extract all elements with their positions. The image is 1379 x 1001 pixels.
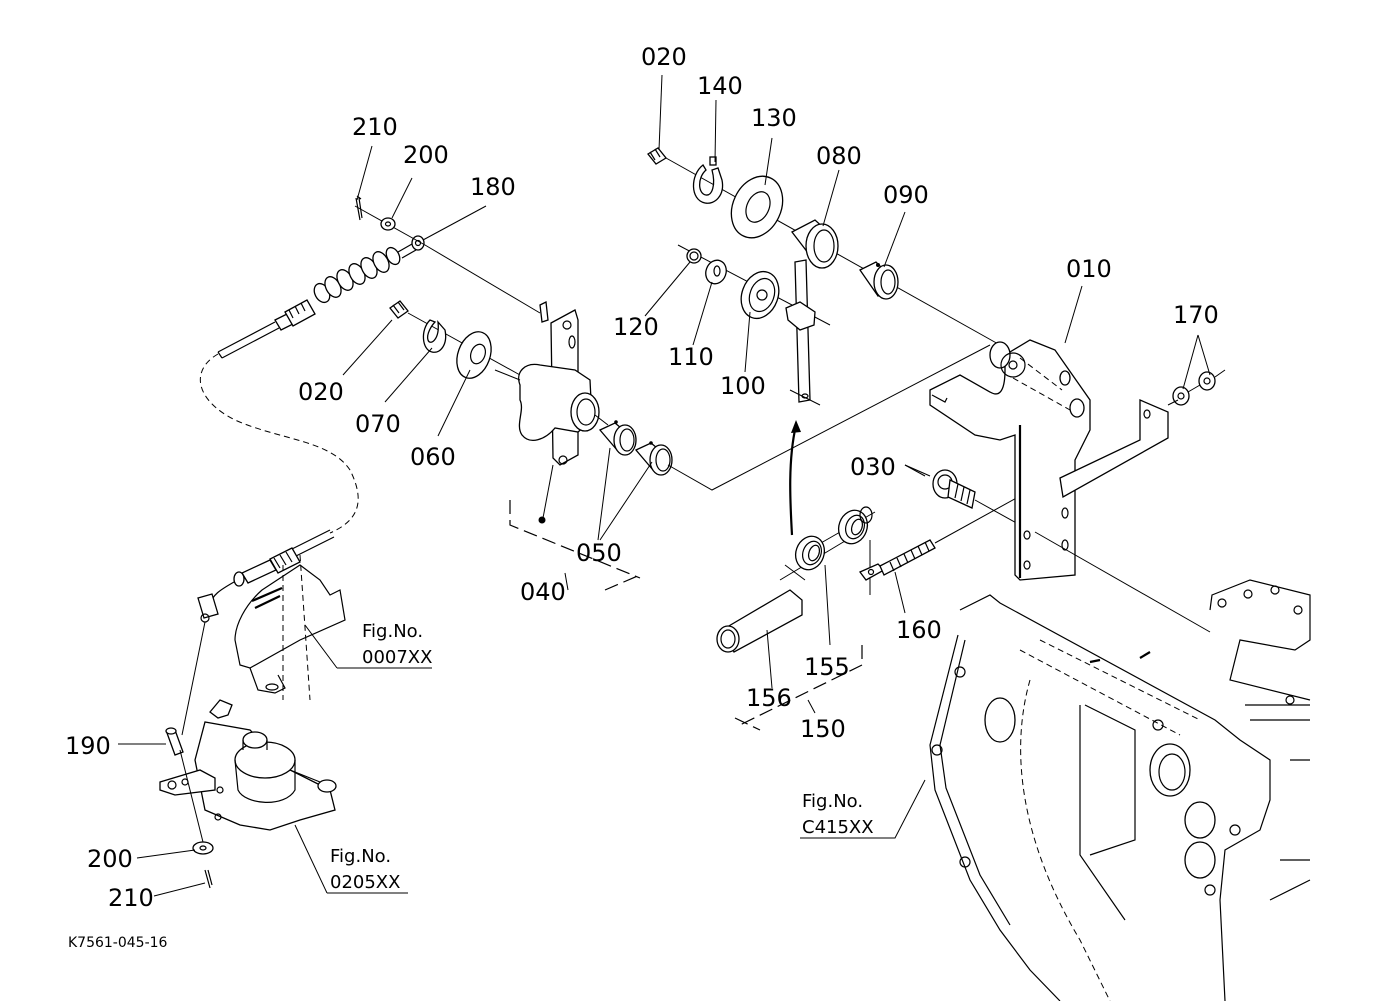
- label-155: 155: [804, 653, 850, 681]
- fig-ref-0007-line1: Fig.No.: [362, 621, 423, 642]
- label-200-upper: 200: [403, 141, 449, 169]
- label-200-lower: 200: [87, 845, 133, 873]
- bracket-010: [929, 339, 1226, 633]
- rod-160: [858, 484, 1041, 581]
- transmission-housing-c415: [929, 579, 1311, 1001]
- drawing-code: K7561-045-16: [68, 935, 168, 951]
- label-170: 170: [1173, 301, 1219, 329]
- label-210-upper: 210: [352, 113, 398, 141]
- label-010: 010: [1066, 255, 1112, 283]
- figure-references: Fig.No. 0007XX Fig.No. 0205XX Fig.No. C4…: [330, 621, 874, 893]
- label-130: 130: [751, 104, 797, 132]
- fitting-clip-washer-left: [389, 300, 521, 379]
- label-156: 156: [746, 684, 792, 712]
- label-190: 190: [65, 732, 111, 760]
- label-160: 160: [896, 616, 942, 644]
- label-180: 180: [470, 173, 516, 201]
- label-090: 090: [883, 181, 929, 209]
- leader-lines: [118, 74, 1211, 897]
- part-labels: 210 200 180 020 070 060 040 050 020 140 …: [65, 43, 1219, 912]
- throttle-cable: [181, 235, 425, 736]
- lever-assembly-040: [494, 301, 991, 591]
- governor-bracket-0205: [159, 699, 337, 831]
- label-040: 040: [520, 578, 566, 606]
- pin-washer-cotter-lower: [165, 727, 214, 889]
- assembly-arrow: [789, 420, 801, 536]
- fig-ref-c415-line2: C415XX: [802, 817, 874, 838]
- label-120: 120: [613, 313, 659, 341]
- label-020-top: 020: [641, 43, 687, 71]
- arm-assembly-080: [647, 147, 1001, 406]
- label-020-left: 020: [298, 378, 344, 406]
- label-080: 080: [816, 142, 862, 170]
- spring-assembly-150: [716, 506, 876, 731]
- bracket-0007: [234, 554, 346, 701]
- fig-ref-c415-line1: Fig.No.: [802, 791, 863, 812]
- label-210-lower: 210: [108, 884, 154, 912]
- label-030: 030: [850, 453, 896, 481]
- label-110: 110: [668, 343, 714, 371]
- label-100: 100: [720, 372, 766, 400]
- fig-ref-0205-line2: 0205XX: [330, 872, 400, 893]
- figure-ref-leaders: [294, 624, 926, 894]
- fig-ref-0007-line2: 0007XX: [362, 647, 432, 668]
- label-150: 150: [800, 715, 846, 743]
- label-050: 050: [576, 539, 622, 567]
- label-070: 070: [355, 410, 401, 438]
- fig-ref-0205-line1: Fig.No.: [330, 846, 391, 867]
- label-140: 140: [697, 72, 743, 100]
- label-060: 060: [410, 443, 456, 471]
